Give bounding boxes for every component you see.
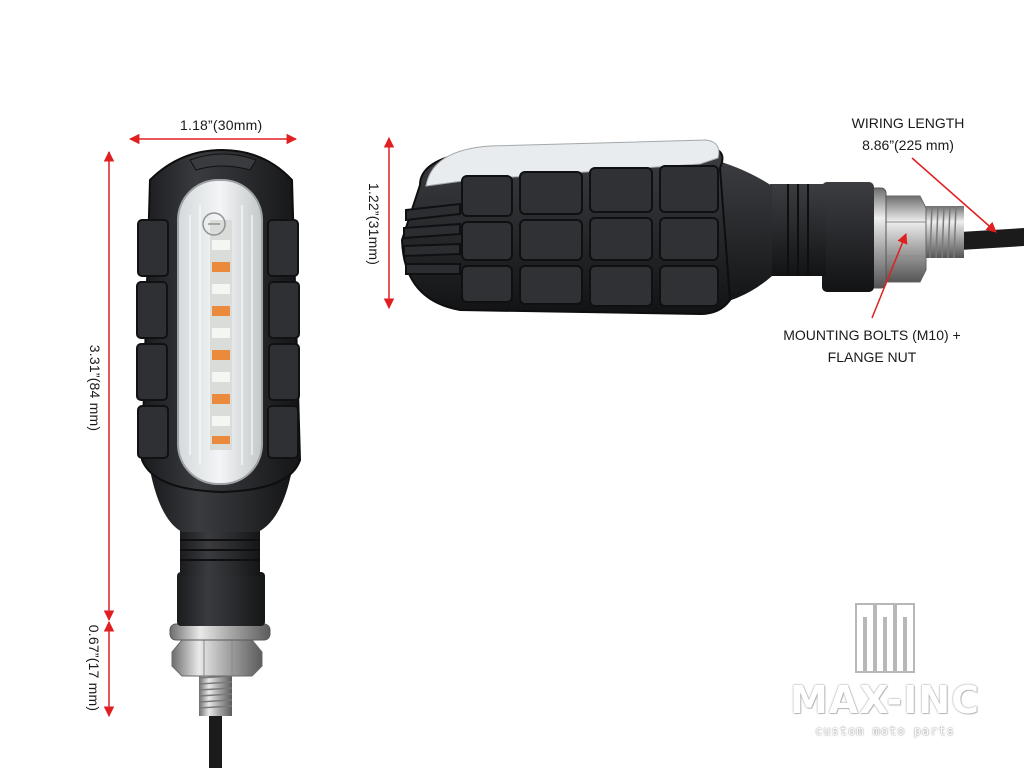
front-height-label: 3.31”(84 mm): [87, 344, 103, 432]
front-width-label: 1.18”(30mm): [180, 117, 263, 133]
mounting-bolts-callout: MOUNTING BOLTS (M10) + FLANGE NUT: [766, 324, 978, 368]
stem-length-label: 0.67”(17 mm): [86, 624, 102, 712]
wiring-length-value: 8.86”(225 mm): [862, 137, 954, 153]
brand-logo: MAX-INC custom moto parts: [770, 600, 1000, 750]
brand-m-icon: [855, 603, 915, 673]
mount-callout-arrow: [871, 233, 908, 319]
dimension-arrows: [103, 133, 997, 718]
wiring-length-title: WIRING LENGTH: [851, 115, 965, 131]
wiring-callout-arrow: [911, 157, 997, 233]
front-view-indicator: [136, 148, 302, 768]
mounting-bolts-title: MOUNTING BOLTS (M10) +: [783, 327, 961, 343]
brand-tagline: custom moto parts: [815, 724, 955, 738]
flange-nut-title: FLANGE NUT: [827, 349, 917, 365]
wiring-length-callout: WIRING LENGTH 8.86”(225 mm): [838, 112, 978, 156]
side-height-label: 1.22”(31mm): [366, 182, 382, 266]
brand-name: MAX-INC: [789, 678, 981, 722]
side-view-indicator: [400, 139, 1024, 316]
